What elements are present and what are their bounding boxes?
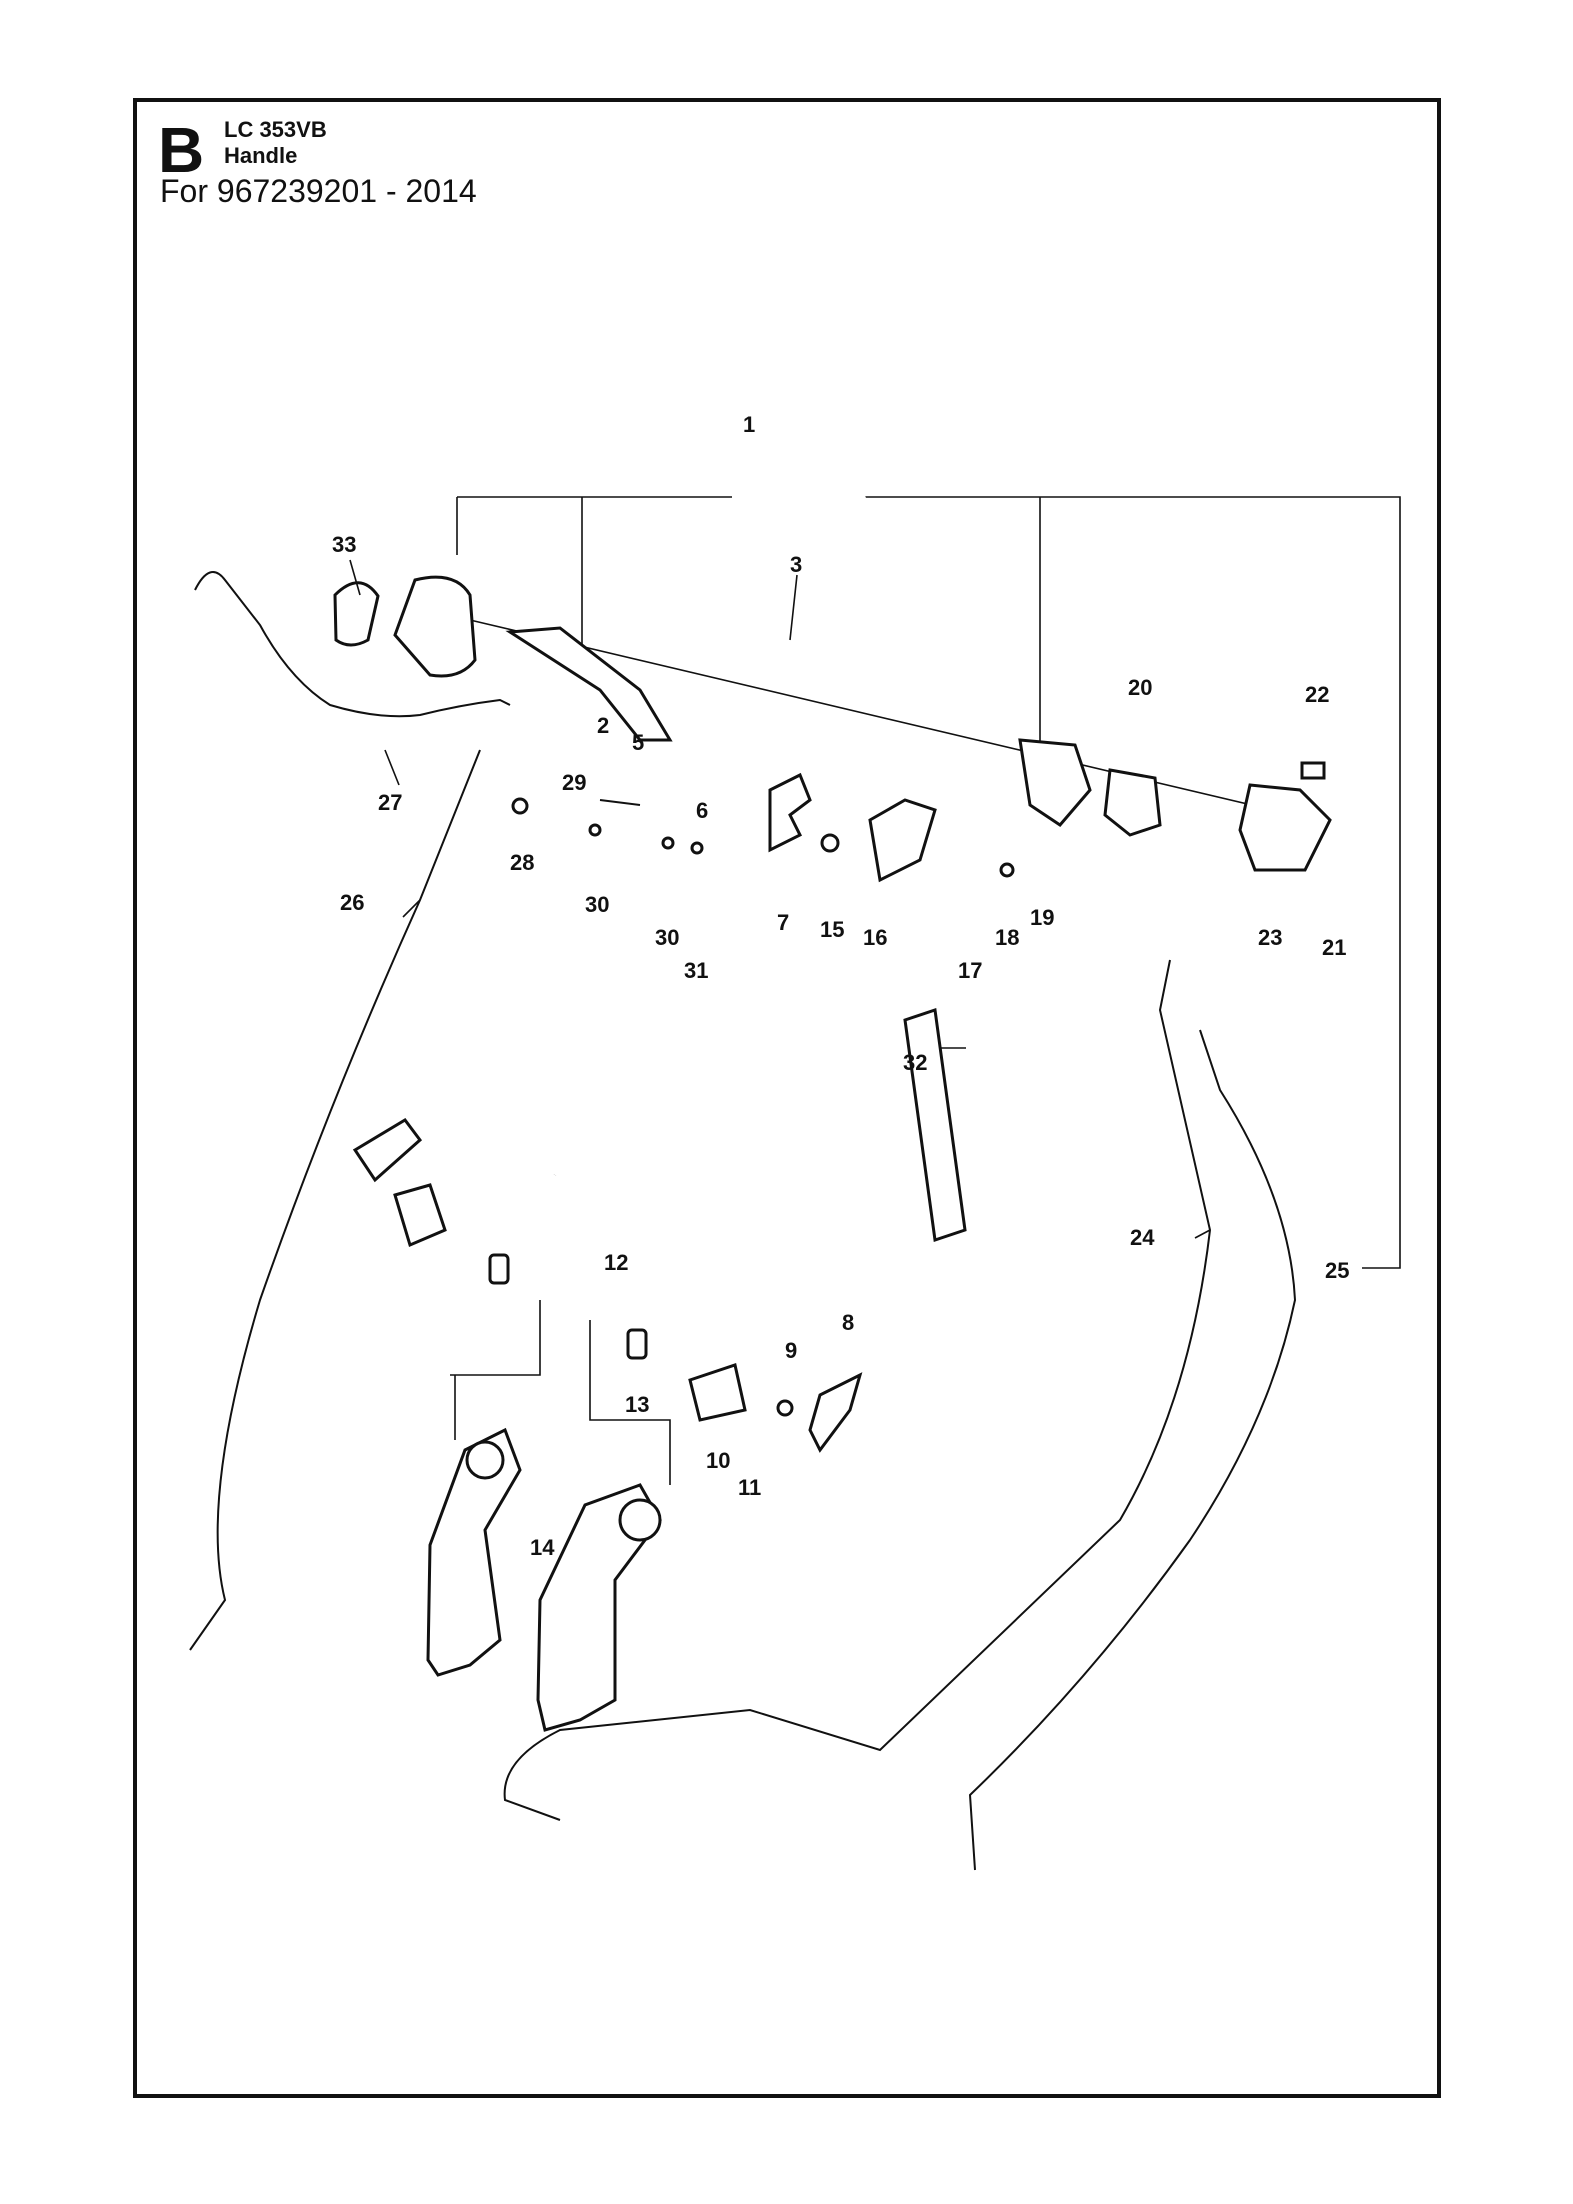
bracket-7-16	[768, 772, 937, 883]
callout-9: 9	[785, 1338, 797, 1363]
callout-21: 21	[1322, 935, 1346, 960]
callout-7: 7	[777, 910, 789, 935]
grip-23	[1238, 761, 1332, 872]
sheet-letter: B	[158, 114, 205, 186]
small-hardware	[511, 797, 1015, 878]
callout-5: 5	[632, 730, 644, 755]
callout-16: 16	[863, 925, 887, 950]
section-name: Handle	[224, 143, 298, 168]
callout-18: 18	[995, 925, 1019, 950]
callout-2: 2	[597, 713, 609, 738]
cable-25	[968, 1029, 1297, 1871]
plate-right	[536, 1483, 662, 1732]
applicability-subtitle: For 967239201 - 2014	[160, 173, 477, 209]
plate-left	[426, 1427, 522, 1677]
callout-24: 24	[1130, 1225, 1155, 1250]
callout-23: 23	[1258, 925, 1282, 950]
left-lock	[352, 1118, 510, 1285]
callout-8: 8	[842, 1310, 854, 1335]
callout-30a: 30	[585, 892, 609, 917]
callout-leaders	[349, 559, 1211, 1239]
callout-3: 3	[790, 552, 802, 577]
strip-32	[903, 1008, 967, 1242]
callout-12: 12	[604, 1250, 628, 1275]
callout-14: 14	[530, 1535, 555, 1560]
callout-29: 29	[562, 770, 586, 795]
callout-33: 33	[332, 532, 356, 557]
handle-frame	[469, 320, 1316, 1395]
callout-32: 32	[903, 1050, 927, 1075]
callout-27: 27	[378, 790, 402, 815]
callout-25: 25	[1325, 1258, 1349, 1283]
callout-1: 1	[743, 412, 755, 437]
callout-10: 10	[706, 1448, 730, 1473]
cover-33	[333, 581, 380, 647]
cable-27	[194, 571, 511, 718]
leader-boxes	[450, 1300, 671, 1485]
callout-19: 19	[1030, 905, 1054, 930]
cable-26	[189, 749, 481, 1651]
callout-20: 20	[1128, 675, 1152, 700]
drawing-frame	[133, 98, 1441, 2098]
callout-28: 28	[510, 850, 534, 875]
callout-26: 26	[340, 890, 364, 915]
callout-15: 15	[820, 917, 844, 942]
callout-17: 17	[958, 958, 982, 983]
callout-31: 31	[684, 958, 708, 983]
lever	[505, 626, 673, 742]
callout-30b: 30	[655, 925, 679, 950]
callout-11: 11	[738, 1475, 761, 1500]
control-housing	[393, 575, 477, 678]
right-lock	[626, 1328, 863, 1453]
right-housing-20	[1018, 738, 1162, 837]
model-name: LC 353VB	[224, 117, 327, 142]
callout-6: 6	[696, 798, 708, 823]
cable-24	[503, 959, 1212, 1821]
callout-13: 13	[625, 1392, 649, 1417]
callout-22: 22	[1305, 682, 1329, 707]
cap-22	[1300, 761, 1326, 780]
